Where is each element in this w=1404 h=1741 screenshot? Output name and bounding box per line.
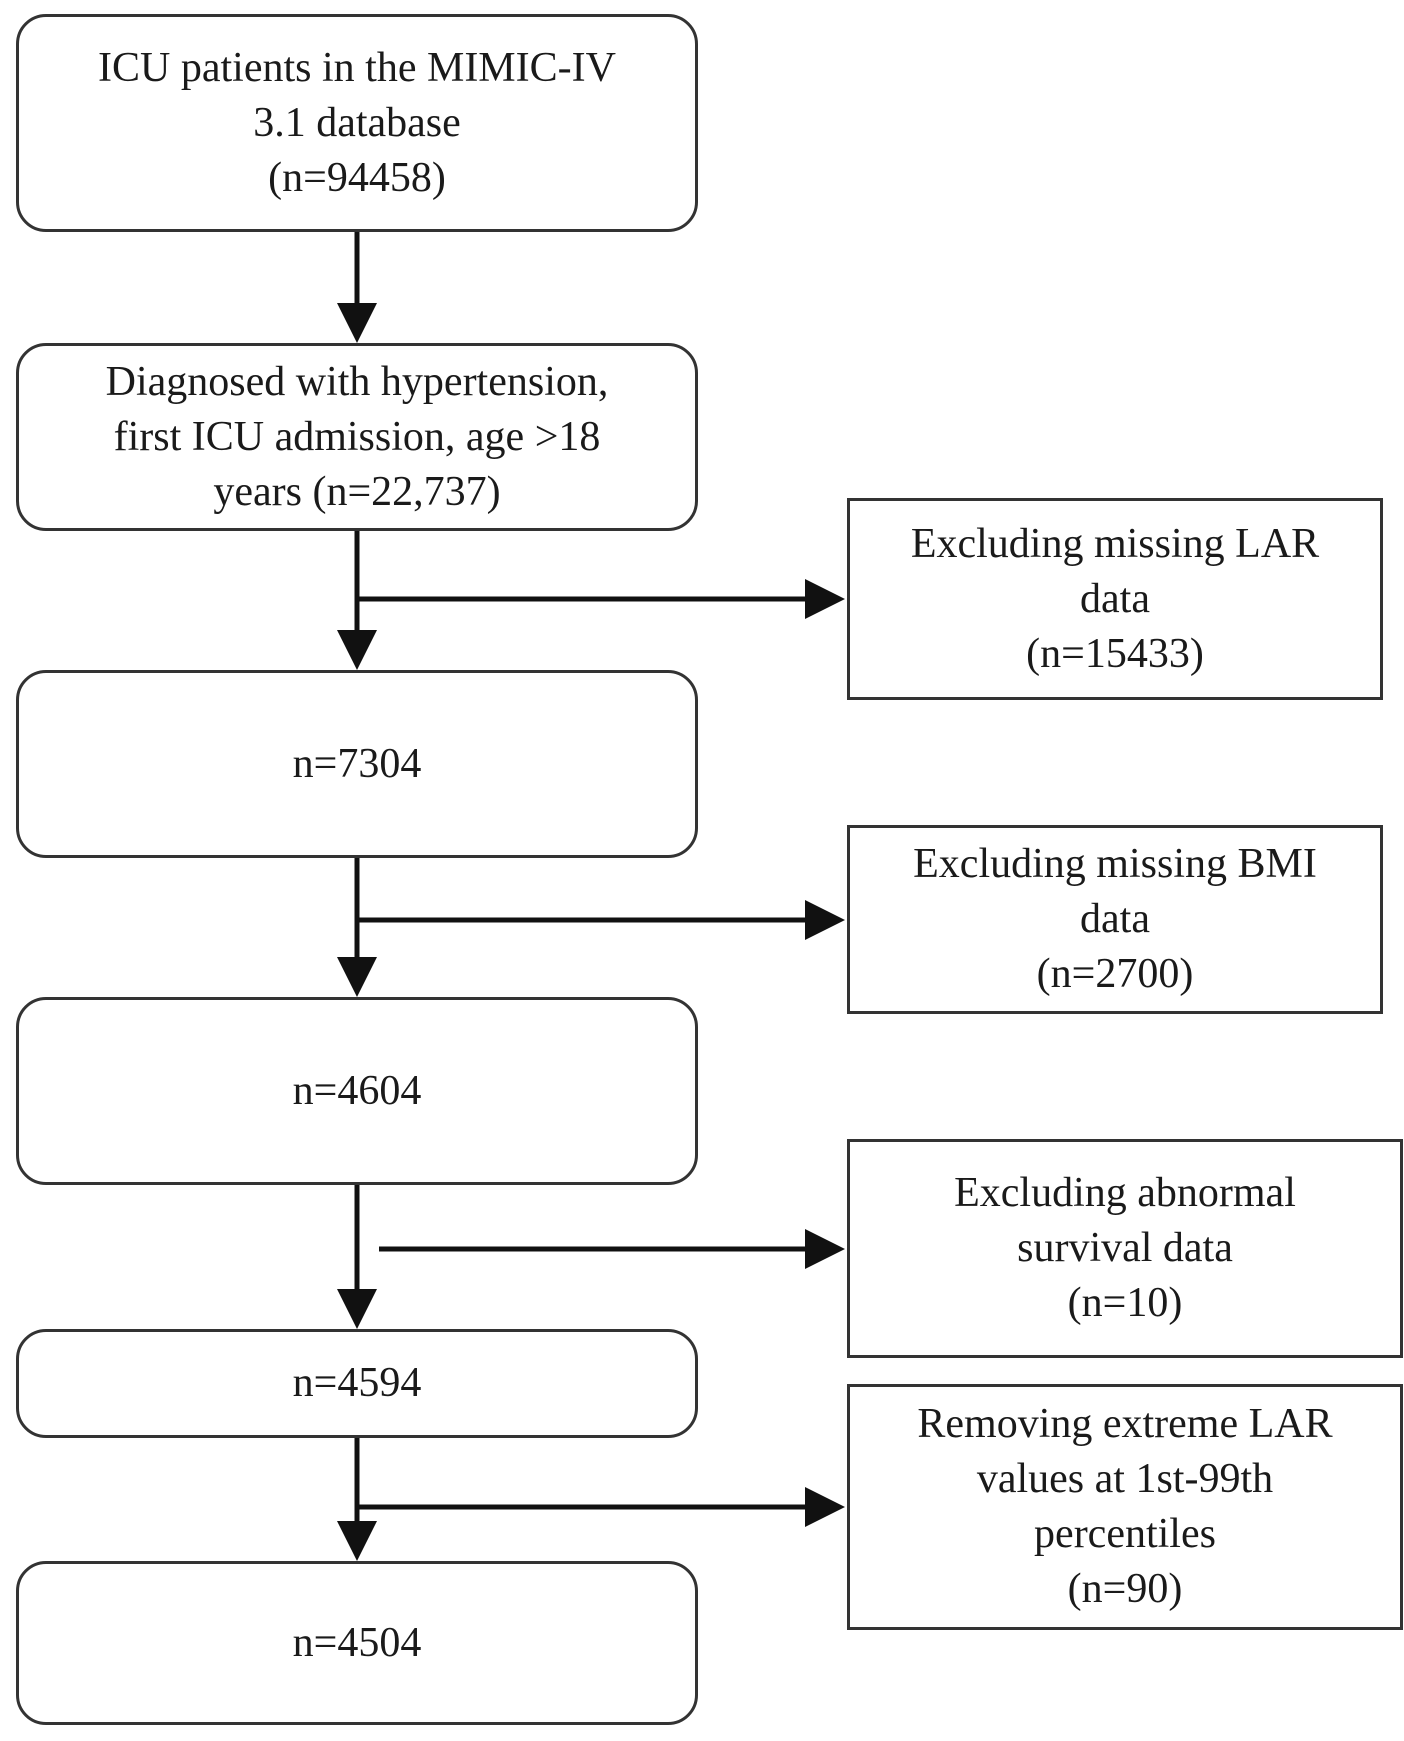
main-box-n-4594: n=4594 <box>16 1329 698 1438</box>
box-text-line: survival data <box>1017 1225 1233 1271</box>
box-text-line: (n=90) <box>1067 1566 1183 1612</box>
main-box-n-7304: n=7304 <box>16 670 698 858</box>
main-box-icu-patients: ICU patients in the MIMIC-IV 3.1 databas… <box>16 14 698 232</box>
exclusion-box-missing-bmi: Excluding missing BMI data (n=2700) <box>847 825 1383 1014</box>
box-text-line: (n=2700) <box>1036 951 1194 997</box>
box-text-line: ICU patients in the MIMIC-IV <box>98 44 616 91</box>
box-text-line: n=4504 <box>292 1619 422 1666</box>
box-text-line: (n=15433) <box>1026 630 1204 677</box>
box-text-line: n=7304 <box>292 740 422 787</box>
exclusion-box-abnormal-survival: Excluding abnormal survival data (n=10) <box>847 1139 1403 1358</box>
box-text-line: 3.1 database <box>253 99 461 146</box>
main-box-n-4504: n=4504 <box>16 1561 698 1725</box>
box-text-line: Excluding abnormal <box>954 1170 1296 1216</box>
box-text-line: years (n=22,737) <box>213 468 501 515</box>
main-box-n-4604: n=4604 <box>16 997 698 1185</box>
box-text-line: data <box>1080 575 1150 622</box>
box-text-line: n=4604 <box>292 1067 422 1114</box>
box-text-line: Diagnosed with hypertension, <box>105 358 609 405</box>
box-text-line: Removing extreme LAR <box>917 1401 1333 1447</box>
box-text-line: Excluding missing BMI <box>913 841 1317 887</box>
box-text-line: (n=94458) <box>268 154 446 201</box>
main-box-hypertension: Diagnosed with hypertension, first ICU a… <box>16 343 698 531</box>
box-text-line: (n=10) <box>1067 1280 1183 1326</box>
box-text-line: Excluding missing LAR <box>910 520 1320 567</box>
box-text-line: percentiles <box>1034 1511 1216 1557</box>
box-text-line: first ICU admission, age >18 <box>113 413 601 460</box>
box-text-line: n=4594 <box>292 1360 422 1406</box>
exclusion-box-extreme-lar: Removing extreme LAR values at 1st-99th … <box>847 1384 1403 1630</box>
box-text-line: data <box>1080 896 1150 942</box>
box-text-line: values at 1st-99th <box>976 1456 1274 1502</box>
exclusion-box-missing-lar: Excluding missing LAR data (n=15433) <box>847 498 1383 700</box>
